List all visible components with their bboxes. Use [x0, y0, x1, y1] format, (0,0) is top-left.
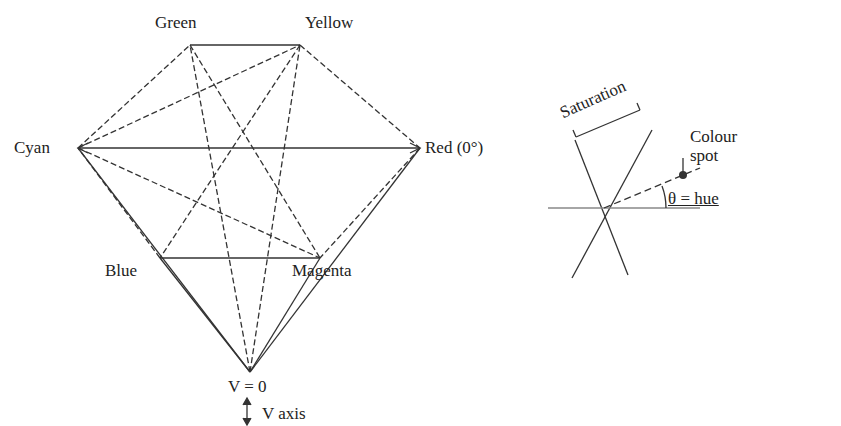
spot-label: Colour spot — [690, 128, 750, 165]
vertex-label: Red (0°) — [425, 139, 483, 158]
saturation-label: Saturation — [557, 77, 628, 122]
hue-label: θ = hue — [668, 190, 719, 209]
vertex-label: Yellow — [305, 14, 353, 33]
vertex-label: Cyan — [14, 139, 50, 158]
axis-label: V axis — [262, 405, 306, 424]
vertex-label: Blue — [105, 262, 137, 281]
vertex-label: Green — [155, 14, 197, 33]
vertex-label: Magenta — [292, 262, 351, 281]
apex-label: V = 0 — [228, 378, 267, 397]
